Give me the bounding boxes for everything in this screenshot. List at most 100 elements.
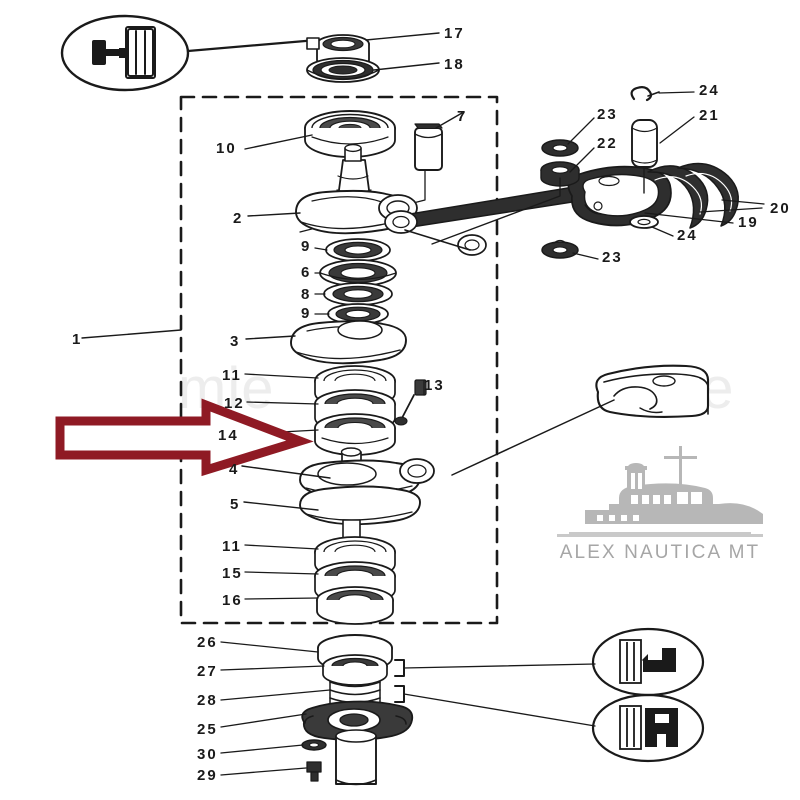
leader-22 xyxy=(569,147,595,173)
callout-28: 28 xyxy=(197,692,218,709)
leader-17 xyxy=(365,32,440,41)
part-14-bearing-lower xyxy=(314,413,396,456)
callout-30: 30 xyxy=(197,746,218,763)
leader-3 xyxy=(245,335,296,340)
callout-15: 15 xyxy=(222,565,243,582)
callout-26: 26 xyxy=(197,634,218,651)
leader-20b xyxy=(721,199,765,205)
leader-23b xyxy=(572,252,599,260)
part-24-circlip-lower xyxy=(629,215,659,229)
callout-10: 10 xyxy=(216,140,237,157)
lower-shaft-tube xyxy=(335,729,377,786)
part-27-seal xyxy=(322,654,388,686)
leader-20a xyxy=(699,207,763,213)
callout-9-lower: 9 xyxy=(301,305,312,322)
leader-23a xyxy=(567,117,595,145)
leader-24b xyxy=(651,226,674,237)
callout-27: 27 xyxy=(197,663,218,680)
leader-21 xyxy=(659,116,695,144)
leader-27 xyxy=(220,665,325,671)
callout-5: 5 xyxy=(230,496,241,513)
callout-20: 20 xyxy=(770,200,791,217)
callout-29: 29 xyxy=(197,767,218,784)
part-7-pin xyxy=(414,123,443,171)
callout-22: 22 xyxy=(597,135,618,152)
leader-11b xyxy=(244,544,319,550)
callout-24-lower: 24 xyxy=(677,227,698,244)
detail-pictogram-lower xyxy=(619,705,678,750)
callout-14: 14 xyxy=(218,427,239,444)
leader-9a xyxy=(314,247,328,251)
part-29-bolt xyxy=(306,761,322,782)
part-8-bearing xyxy=(323,282,393,306)
callout-2: 2 xyxy=(233,210,244,227)
leader-30 xyxy=(220,744,304,754)
part-25-housing xyxy=(301,700,414,741)
leader-1 xyxy=(81,329,182,339)
part-17-tab xyxy=(306,37,320,50)
leader-18 xyxy=(373,62,440,71)
detail-pictogram-upper xyxy=(619,639,676,684)
leader-10 xyxy=(244,134,313,150)
part-5-crank-web xyxy=(299,485,421,545)
part-9-washer-upper xyxy=(325,238,391,262)
part-6-bearing xyxy=(319,259,397,287)
part-19-connecting-rod xyxy=(567,165,672,227)
part-21-piston-pin xyxy=(631,119,658,168)
leader-piston xyxy=(451,399,615,476)
callout-4: 4 xyxy=(229,461,240,478)
leader-16 xyxy=(244,597,319,600)
assembly-bracket-lower xyxy=(394,685,596,727)
leader-7 xyxy=(435,112,463,129)
part-30-washer xyxy=(301,739,327,751)
detail-oval-key-orientation xyxy=(60,14,190,92)
callout-12: 12 xyxy=(224,395,245,412)
cylinder-pin-icon xyxy=(127,28,154,77)
leader-19 xyxy=(644,212,734,224)
brand-name: ALEX NAUTICA MT xyxy=(559,542,761,563)
leader-15 xyxy=(244,571,319,575)
part-23-washer-lower xyxy=(541,239,579,259)
part-24-circlip-upper xyxy=(630,86,660,102)
leader-11a xyxy=(244,373,319,379)
red-highlight-arrow xyxy=(55,398,314,477)
callout-3: 3 xyxy=(230,333,241,350)
leader-4 xyxy=(241,465,331,479)
part-23-washer-upper xyxy=(541,139,579,157)
part-18-seal xyxy=(306,57,380,83)
connecting-rod-assembly xyxy=(384,185,586,256)
callout-24-upper: 24 xyxy=(699,82,720,99)
callout-13: 13 xyxy=(424,377,445,394)
part-3-crank-web-mid xyxy=(290,320,407,365)
leader-2 xyxy=(247,212,301,217)
callout-11-upper: 11 xyxy=(222,367,242,384)
part-20-bearing-shells xyxy=(647,162,739,229)
part-10-bearing xyxy=(304,110,396,158)
callout-7: 7 xyxy=(457,108,468,125)
key-orientation-icon xyxy=(92,40,128,65)
leader-29 xyxy=(220,767,307,776)
detail-oval-seal-orientation-lower xyxy=(591,693,705,763)
detail-oval-leader xyxy=(186,38,319,53)
callout-16: 16 xyxy=(222,592,243,609)
assembly-bracket-upper xyxy=(394,659,596,677)
leader-25 xyxy=(220,713,307,728)
brand-watermark: ALEX NAUTICA MT xyxy=(527,440,793,590)
callout-1: 1 xyxy=(72,331,83,348)
callout-23-lower: 23 xyxy=(602,249,623,266)
part-22-stem xyxy=(431,177,561,245)
callout-19: 19 xyxy=(738,214,759,231)
callout-21: 21 xyxy=(699,107,720,124)
part-13-dowel-pin xyxy=(394,379,427,426)
leader-26 xyxy=(220,641,319,653)
part-16-bearing xyxy=(316,586,394,625)
callout-18: 18 xyxy=(444,56,465,73)
piston-detail-right xyxy=(595,364,710,418)
callout-17: 17 xyxy=(444,25,465,42)
leader-12 xyxy=(246,401,319,405)
callout-9-upper: 9 xyxy=(301,238,312,255)
callout-23-upper: 23 xyxy=(597,106,618,123)
callout-11-lower: 11 xyxy=(222,538,242,555)
leader-24a xyxy=(658,91,695,94)
